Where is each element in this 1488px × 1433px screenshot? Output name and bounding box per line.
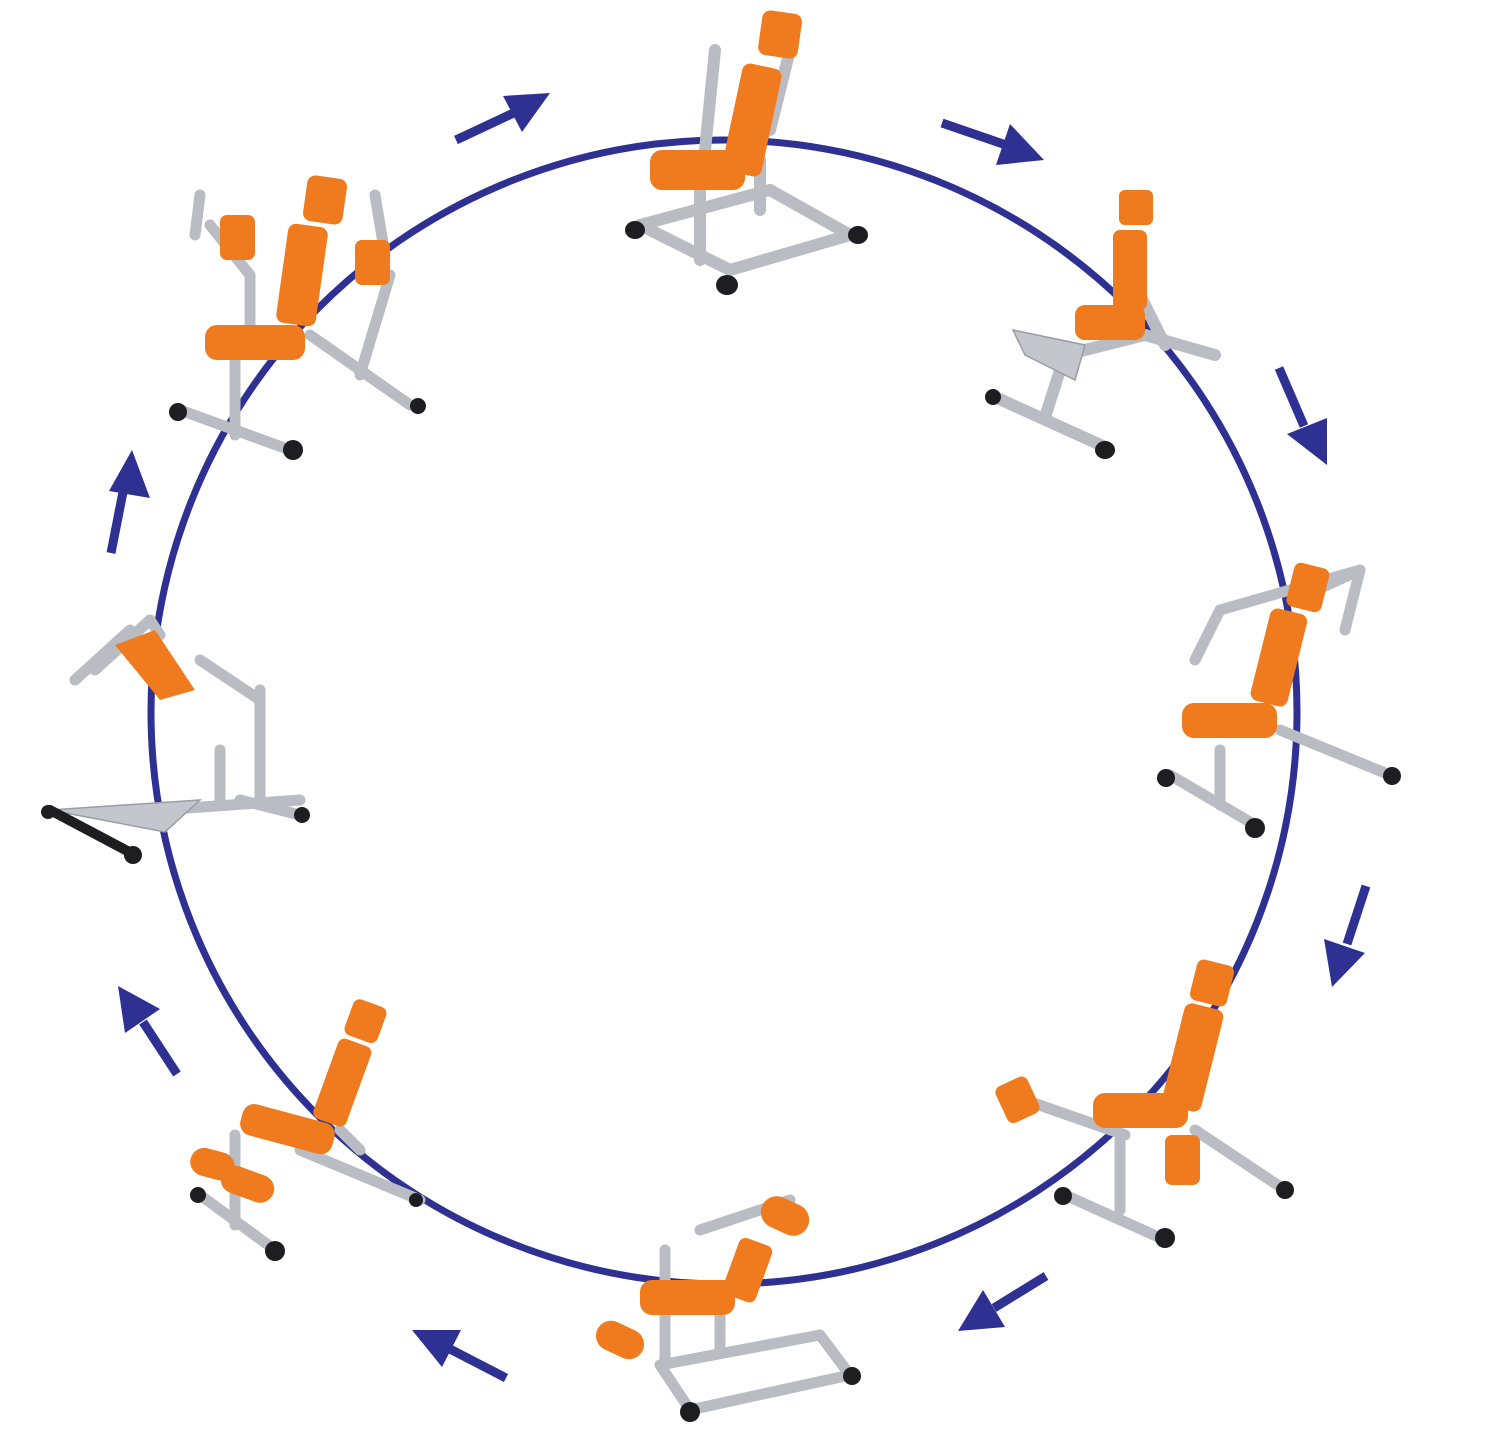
arm-pad-right xyxy=(355,240,390,285)
station-right xyxy=(1157,562,1401,838)
backrest-pad xyxy=(276,223,328,327)
arrow-right-lower xyxy=(1324,884,1371,987)
foot-plate xyxy=(1011,328,1086,382)
station-left xyxy=(41,614,310,864)
arrow-right-upper xyxy=(1274,366,1327,465)
station-top xyxy=(625,10,868,295)
arrow-top-right xyxy=(940,118,1044,165)
headrest-pad xyxy=(758,10,802,59)
station-top-right xyxy=(985,190,1221,459)
headrest-pad xyxy=(303,175,347,225)
seat-pad xyxy=(205,325,305,360)
backrest-pad xyxy=(1162,1003,1224,1112)
headrest-pad xyxy=(344,999,387,1044)
station-bottom-right xyxy=(995,959,1294,1248)
arrow-bottom-right xyxy=(958,1272,1049,1331)
arrow-top-left xyxy=(454,93,550,145)
station-top-left xyxy=(169,175,426,460)
seat-pad xyxy=(1182,703,1277,738)
backrest-pad xyxy=(1113,230,1147,310)
arm-pad-left xyxy=(220,215,255,260)
arrow-bottom-left xyxy=(412,1330,509,1382)
station-bottom xyxy=(595,1194,861,1422)
seat-pad xyxy=(240,1104,335,1155)
station-bottom-left xyxy=(190,999,426,1261)
seat-pad xyxy=(640,1280,735,1315)
seat-pad xyxy=(650,150,745,190)
thigh-pad-right xyxy=(1165,1135,1200,1185)
foot-platform xyxy=(49,799,203,833)
backrest-pad xyxy=(1250,608,1308,707)
thigh-pad-left xyxy=(995,1076,1040,1124)
headrest-pad xyxy=(1119,190,1153,225)
backrest-pad xyxy=(722,1237,773,1303)
backrest-pad xyxy=(313,1038,372,1127)
shoulder-pad xyxy=(115,630,195,700)
leg-roller xyxy=(595,1320,645,1360)
headrest-pad xyxy=(1286,562,1330,613)
arrow-left-upper xyxy=(106,450,150,554)
arrow-left-lower xyxy=(118,986,181,1077)
flow-arrows xyxy=(106,93,1371,1382)
seat-pad xyxy=(1075,305,1145,340)
leg-roller-lower xyxy=(220,1165,275,1203)
backrest-pad xyxy=(722,63,782,177)
top-roller xyxy=(760,1196,810,1236)
headrest-pad xyxy=(1189,959,1235,1007)
